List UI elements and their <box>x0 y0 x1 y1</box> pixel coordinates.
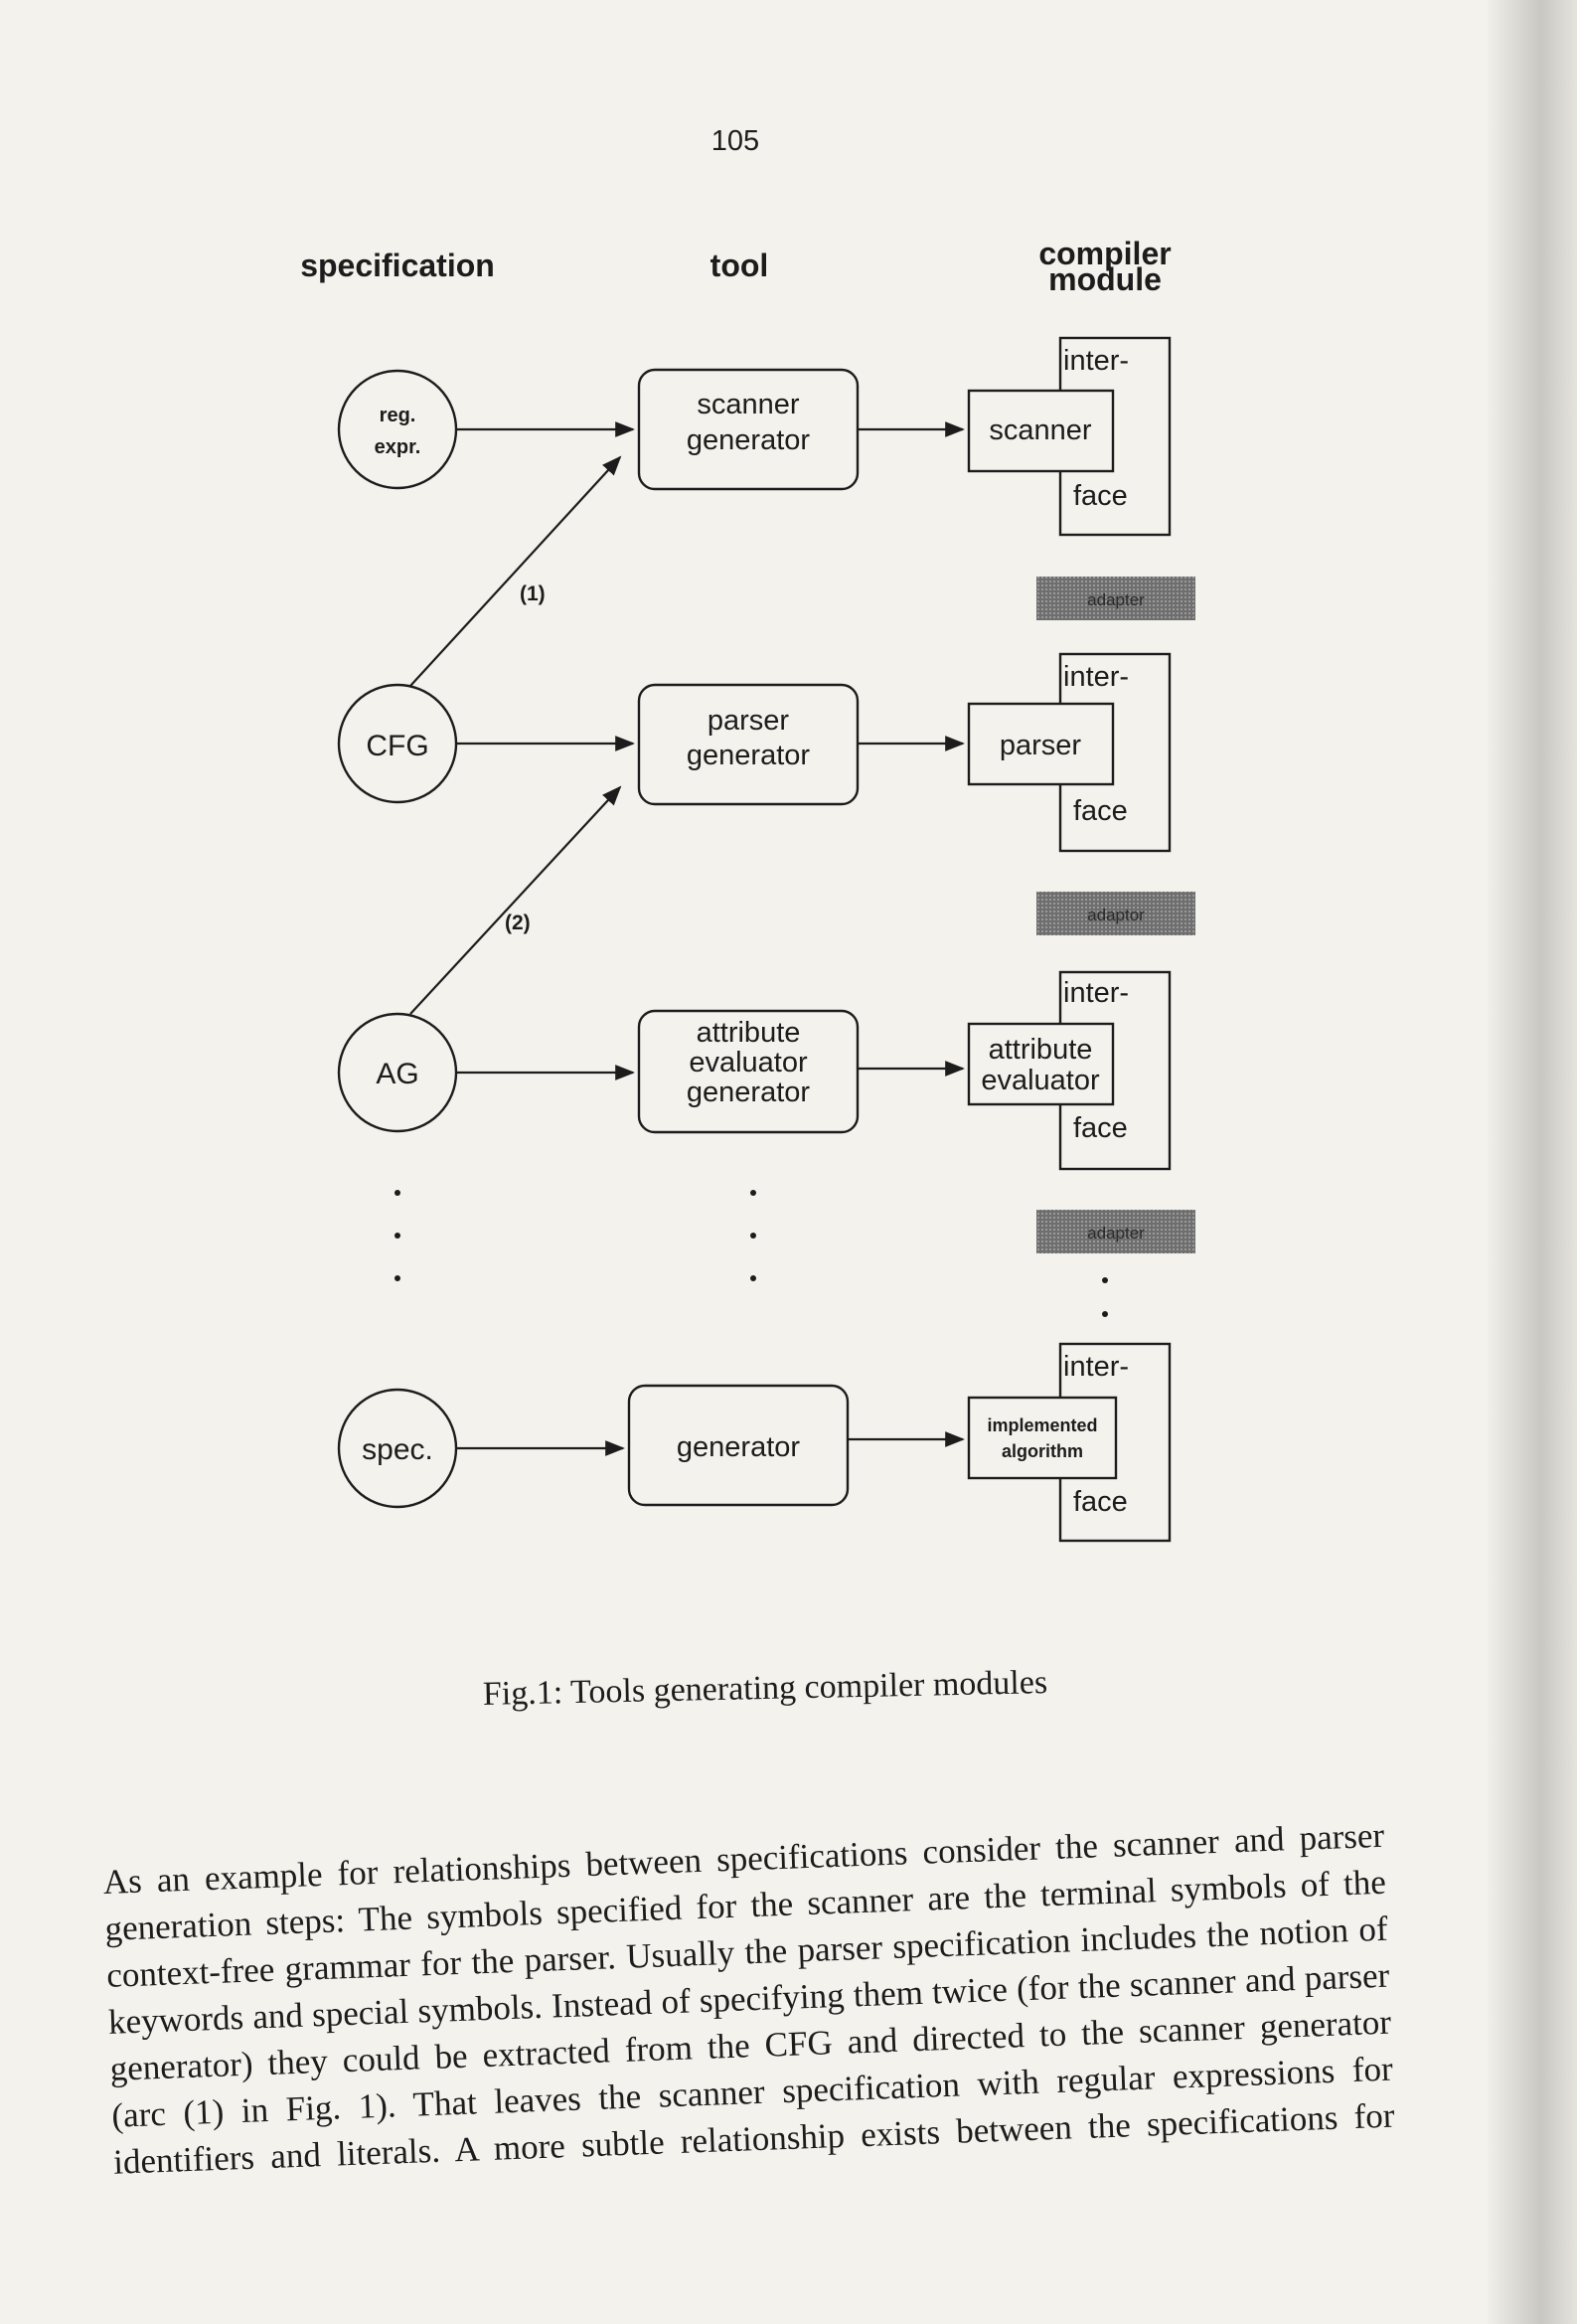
column-header-compiler: compiler <box>1038 236 1171 271</box>
ellipsis-dot-module-2 <box>1102 1311 1108 1317</box>
tool-label-generator: generator <box>677 1431 800 1463</box>
ellipsis-dot-tool-3 <box>750 1275 756 1281</box>
column-header-tool: tool <box>710 248 769 283</box>
ellipsis-dot-spec-2 <box>394 1233 400 1239</box>
spec-label-expr: expr. <box>375 436 421 458</box>
adaptor-label-1: adapter <box>1087 590 1145 609</box>
arc-label-2: (2) <box>505 912 531 934</box>
interface-top-label-parser: inter- <box>1063 661 1129 693</box>
ellipsis-dot-spec-3 <box>394 1275 400 1281</box>
tool-label-evaluator: evaluator <box>689 1047 808 1079</box>
interface-bottom-label-algorithm: face <box>1073 1486 1128 1518</box>
interface-bottom-label-parser: face <box>1073 795 1128 827</box>
interface-top-label-algorithm: inter- <box>1063 1351 1129 1383</box>
module-box-implemented-algorithm <box>967 1396 1118 1480</box>
module-box-parser <box>967 702 1115 786</box>
tool-label-scanner-generator: generator <box>687 424 810 456</box>
adaptor-label-2: adaptor <box>1087 906 1145 924</box>
figure-tools-generating-compiler-modules: specification tool compiler module <box>300 236 1195 1543</box>
tool-box-attribute-evaluator-generator <box>637 1009 860 1134</box>
column-header-module-line: module <box>1048 261 1162 297</box>
spec-label-ag: AG <box>376 1058 418 1090</box>
tool-box-generator <box>627 1384 850 1507</box>
ellipsis-dot-tool-2 <box>750 1233 756 1239</box>
module-label-attribute: attribute <box>989 1034 1093 1066</box>
module-label-evaluator: evaluator <box>981 1065 1100 1096</box>
module-label-algorithm: algorithm <box>1002 1441 1083 1461</box>
tool-label-attribute-generator: generator <box>687 1077 810 1108</box>
adaptor-label-3: adapter <box>1087 1224 1145 1243</box>
adaptor-bar-2 <box>1036 892 1195 935</box>
interface-bottom-label-attribute-evaluator: face <box>1073 1112 1128 1144</box>
ellipsis-dot-module-1 <box>1102 1277 1108 1283</box>
spec-label-reg: reg. <box>380 405 416 426</box>
tool-label-parser: parser <box>708 705 790 737</box>
adaptor-bar-1 <box>1036 577 1195 620</box>
ellipsis-dot-spec-1 <box>394 1190 400 1196</box>
interface-top-label-attribute-evaluator: inter- <box>1063 977 1129 1009</box>
spec-label-spec: spec. <box>362 1433 433 1466</box>
tool-label-attribute: attribute <box>697 1017 801 1049</box>
module-label-implemented: implemented <box>987 1415 1097 1435</box>
arc-1-cfg-to-scanner-generator <box>409 455 622 687</box>
tool-label-parser-generator: generator <box>687 740 810 771</box>
spec-label-cfg: CFG <box>366 730 428 762</box>
column-header-specification: specification <box>300 248 495 283</box>
interface-top-label-scanner: inter- <box>1063 345 1129 377</box>
ellipsis-dot-tool-1 <box>750 1190 756 1196</box>
module-label-parser: parser <box>1000 730 1082 761</box>
spec-node-regexpr <box>337 369 458 490</box>
arc-2-ag-to-parser-generator <box>409 785 622 1015</box>
page-binding-shadow <box>1488 0 1577 2324</box>
arc-label-1: (1) <box>520 582 546 605</box>
tool-label-scanner: scanner <box>697 389 800 420</box>
adaptor-bar-3 <box>1036 1210 1195 1253</box>
module-box-scanner <box>967 389 1115 473</box>
module-box-attribute-evaluator <box>967 1022 1115 1106</box>
page-number: 105 <box>710 125 760 157</box>
body-paragraph: As an example for relationships between … <box>102 1812 1395 2186</box>
interface-bottom-label-scanner: face <box>1073 480 1128 512</box>
module-label-scanner: scanner <box>989 415 1092 446</box>
